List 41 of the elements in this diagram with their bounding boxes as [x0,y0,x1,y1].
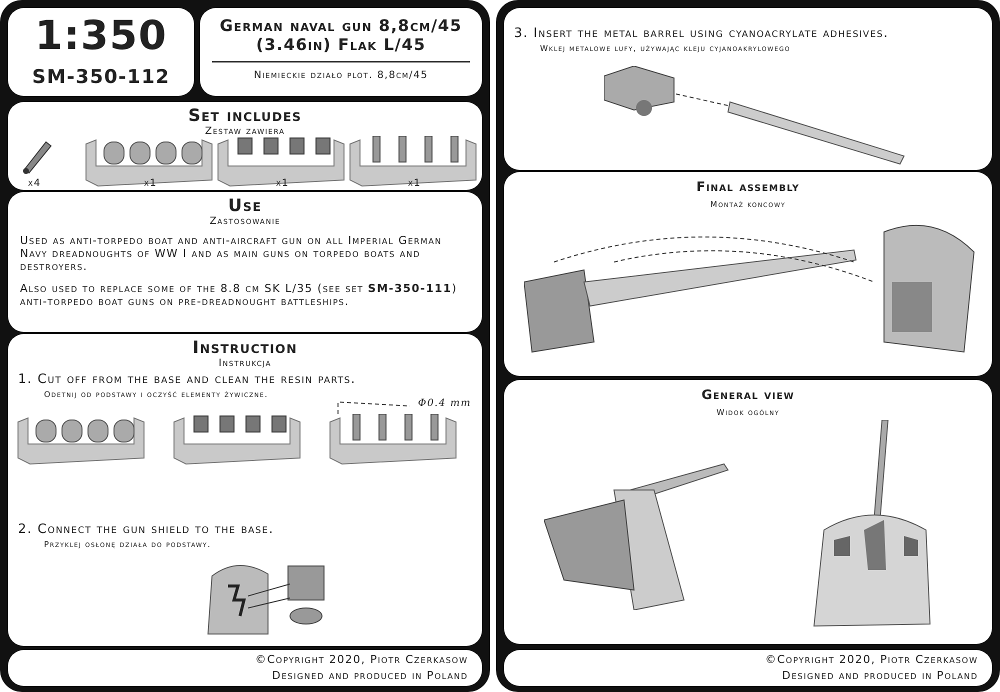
polish-subheading: Zastosowanie [208,216,282,227]
assembly-panel [504,172,992,376]
production-note: Designed and produced in Poland [271,669,468,682]
section-heading: General view [700,388,796,403]
quantity-label: x4 [28,178,42,189]
step-text: 2. Connect the gun shield to the base. [18,522,275,537]
polish-subheading: Instrukcja [218,358,272,369]
set-number: SM-350-112 [31,68,171,87]
polish-step-text: Przyklej osłonę działa do podstawy. [44,540,212,549]
polish-subtitle: Niemieckie działo plot. 8,8cm/45 [252,70,430,81]
footer-panel [8,650,482,686]
contents-panel [8,102,482,190]
product-title: German naval gun 8,8cm/45 (3.46in) Flak L/45 [218,16,464,54]
usage-paragraph: Used as anti-torpedo boat and anti-aircraft gun on all Imperial German Navy dreadnoughts of WW I and as main guns on torpedo boats and destroyers. [20,234,443,273]
section-heading: Set includes [187,106,303,126]
copyright-note: ©Copyright 2020, Piotr Czerkasow [764,653,978,666]
section-heading: Instruction [192,338,298,358]
usage-paragraph: Also used to replace some of the 8.8 cm SK L/35 (see set SM-350-111) anti-torpedo boat guns on pre-dreadnought battleships. [20,282,458,308]
scale-panel [8,8,194,96]
copyright-note: ©Copyright 2020, Piotr Czerkasow [254,653,468,666]
production-note: Designed and produced in Poland [781,669,978,682]
quantity-label: x1 [276,178,290,189]
step-panel [504,8,992,170]
polish-step-text: Odetnij od podstawy i oczyść elementy żywiczne. [44,390,270,399]
title-panel [200,8,482,96]
diameter-label: Φ0.4 mm [418,398,472,409]
footer-panel [504,650,992,686]
usage-panel [8,192,482,332]
polish-subheading: Widok ogólny [715,408,781,417]
step-text: 1. Cut off from the base and clean the resin parts. [18,372,357,387]
instruction-panel [8,334,482,646]
section-heading: Use [227,196,263,216]
view-panel [504,380,992,644]
polish-subheading: Zestaw zawiera [204,126,286,137]
quantity-label: x1 [408,178,422,189]
polish-step-text: Wklej metalowe lufy, używając kleju cyjanoakrylowego [540,44,792,53]
polish-subheading: Montaż koncowy [709,200,787,209]
section-heading: Final assembly [695,180,801,195]
step-text: 3. Insert the metal barrel using cyanoacrylate adhesives. [514,26,890,41]
quantity-label: x1 [144,178,158,189]
scale-label: 1:350 [34,16,168,56]
